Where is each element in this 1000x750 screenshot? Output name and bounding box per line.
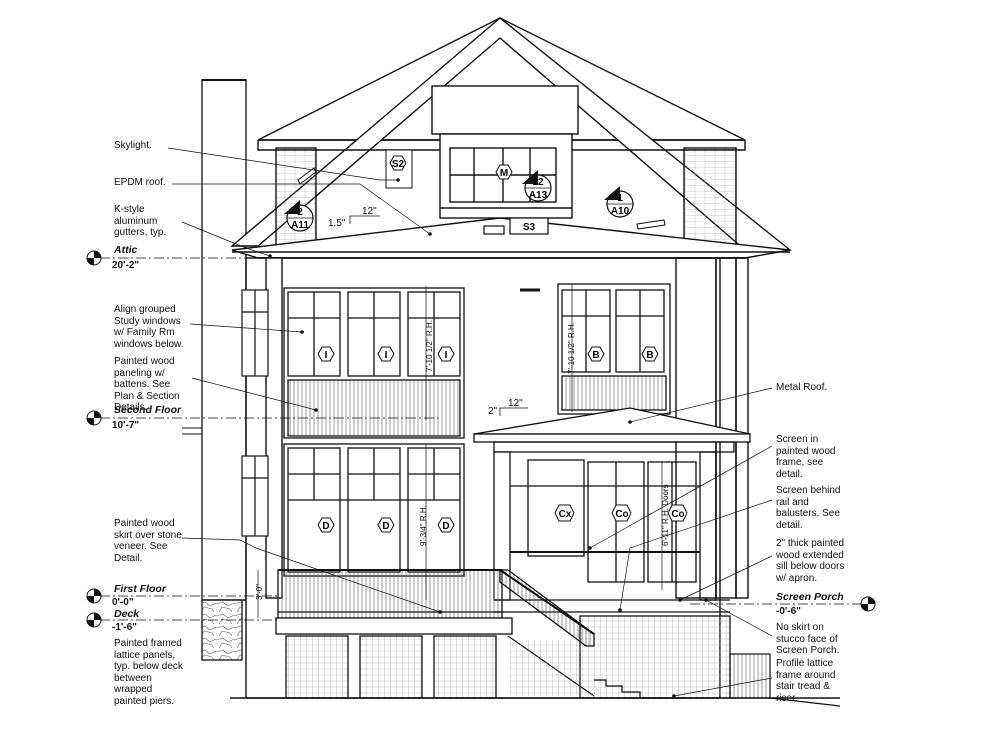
upper-right-windows xyxy=(557,283,671,415)
note-sill: 2" thick painted wood extended sill belo… xyxy=(776,538,845,584)
svg-text:2": 2" xyxy=(488,406,498,417)
screen-porch xyxy=(473,407,751,699)
chimney xyxy=(182,79,247,661)
section-marker-a10-sheet: A10 xyxy=(611,206,630,217)
tag-family-3: D xyxy=(437,517,455,533)
level-datum-screen-porch xyxy=(860,596,876,612)
tag-porch-door-2: Co xyxy=(667,504,688,522)
level-deck-elev: -1'-6" xyxy=(112,622,137,633)
level-lines xyxy=(100,257,868,621)
level-second-name: Second Floor xyxy=(114,404,182,416)
window-tags: S2 M S3 I I I B B D D D Cx Co Co xyxy=(317,155,688,533)
svg-text:12": 12" xyxy=(508,398,523,409)
level-datum-first xyxy=(86,588,102,604)
stair xyxy=(499,569,684,699)
section-marker-a11: 2 A11 xyxy=(284,200,314,232)
svg-text:M: M xyxy=(500,168,508,179)
section-marker-a10: 1 A10 xyxy=(604,186,634,218)
section-marker-a10-num: 1 xyxy=(617,193,623,204)
level-second-elev: 10'-7" xyxy=(112,420,140,431)
tag-porch-window: Cx xyxy=(554,504,575,522)
tag-family-1: D xyxy=(317,517,335,533)
svg-text:B: B xyxy=(592,350,599,361)
deck xyxy=(275,569,513,699)
dim-upper-right-windows: 7'-10 1/2" R.H. xyxy=(567,322,576,374)
level-datum-second xyxy=(86,410,102,426)
svg-text:I: I xyxy=(385,350,388,361)
dim-deck-height: 3'-0" xyxy=(255,584,264,600)
level-attic-elev: 20'-2" xyxy=(112,260,140,271)
level-first-name: First Floor xyxy=(114,583,166,595)
note-epdm-roof: EPDM roof. xyxy=(114,177,166,188)
tag-dormer: M xyxy=(495,164,513,180)
roof-vent xyxy=(483,217,549,235)
section-marker-a11-num: 2 xyxy=(297,207,303,218)
level-deck-name: Deck xyxy=(114,608,140,620)
dim-porch-doors: 6'-11" R.H. Doors xyxy=(661,484,670,546)
tag-porch-door-1: Co xyxy=(611,504,632,522)
svg-text:S2: S2 xyxy=(392,159,405,170)
note-profile-lattice: Profile lattice frame around stair tread… xyxy=(776,658,836,704)
dim-family-windows: 9'-3/4" R.H. xyxy=(419,505,428,546)
tag-roof-vent: S3 xyxy=(523,222,536,233)
section-marker-a13-sheet: A13 xyxy=(529,190,548,201)
svg-text:I: I xyxy=(445,350,448,361)
note-gutters: K-style aluminum gutters, typ. xyxy=(114,204,167,238)
level-attic-name: Attic xyxy=(114,244,138,256)
note-screen-frame: Screen in painted wood frame, see detail… xyxy=(776,434,836,480)
svg-text:Cx: Cx xyxy=(559,509,572,520)
note-skirt: Painted wood skirt over stone veneer. Se… xyxy=(114,518,182,564)
leader-lines xyxy=(167,147,773,697)
svg-text:D: D xyxy=(382,521,389,532)
svg-text:B: B xyxy=(646,350,653,361)
svg-text:D: D xyxy=(322,521,329,532)
tag-upper-right-2: B xyxy=(641,346,659,362)
svg-text:1.5": 1.5" xyxy=(328,218,346,229)
note-no-skirt: No skirt on stucco face of Screen Porch. xyxy=(776,622,840,656)
svg-text:Co: Co xyxy=(671,509,684,520)
tag-study-3: I xyxy=(437,346,455,362)
level-screen-porch-name: Screen Porch xyxy=(776,591,844,603)
dimensions xyxy=(257,284,663,618)
family-windows xyxy=(283,443,465,577)
tag-skylight: S2 xyxy=(389,155,407,171)
note-metal-roof: Metal Roof. xyxy=(776,382,828,393)
tag-family-2: D xyxy=(377,517,395,533)
pitch-porch: 12" 2" xyxy=(488,398,528,417)
side-windows xyxy=(241,289,269,537)
level-datum-attic xyxy=(86,250,102,266)
note-skylight: Skylight. xyxy=(114,140,152,151)
main-wall xyxy=(245,257,749,699)
section-marker-a13-num: 12 xyxy=(532,177,544,188)
svg-text:I: I xyxy=(325,350,328,361)
pitch-main: 12" 1.5" xyxy=(328,206,380,229)
dim-study-windows: 7'-10 1/2" R.H. xyxy=(425,320,434,372)
level-screen-porch-elev: -0'-6" xyxy=(776,606,801,617)
section-marker-a13: 12 A13 xyxy=(522,170,552,202)
tag-study-1: I xyxy=(317,346,335,362)
svg-text:Co: Co xyxy=(615,509,628,520)
note-align-windows: Align grouped Study windows w/ Family Rm… xyxy=(114,304,184,350)
svg-text:S3: S3 xyxy=(523,222,536,233)
svg-text:D: D xyxy=(442,521,449,532)
note-screen-rail: Screen behind rail and balusters. See de… xyxy=(776,485,841,531)
right-rail xyxy=(230,653,841,707)
tag-study-2: I xyxy=(377,346,395,362)
note-lattice-panels: Painted framed lattice panels, typ. belo… xyxy=(114,638,183,707)
leader-dots xyxy=(268,178,708,698)
svg-text:12": 12" xyxy=(362,206,377,217)
note-paneling: Painted wood paneling w/ battens. See Pl… xyxy=(114,356,180,413)
study-windows xyxy=(283,287,465,439)
tag-upper-right-1: B xyxy=(587,346,605,362)
dormer xyxy=(431,85,579,219)
level-datum-deck xyxy=(86,612,102,628)
section-marker-a11-sheet: A11 xyxy=(291,220,309,231)
level-first-elev: 0'-0" xyxy=(112,597,134,608)
